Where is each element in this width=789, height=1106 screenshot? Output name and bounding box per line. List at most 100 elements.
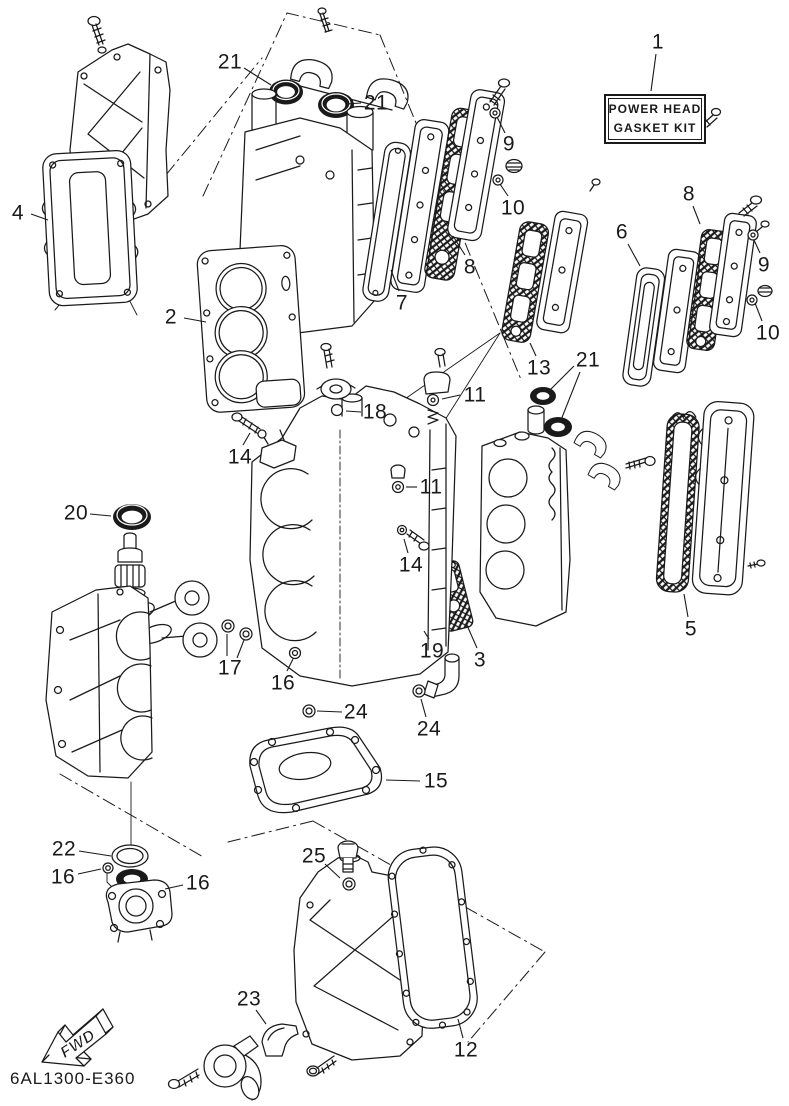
leader-line-8 <box>692 205 701 225</box>
callout-2: 2 <box>164 305 178 329</box>
leader-line-5 <box>683 593 689 618</box>
valve-cover-drawing <box>691 401 755 596</box>
bolt-14-drawing <box>231 412 267 439</box>
leader-line-21 <box>345 102 362 105</box>
o-ring-16-drawing <box>288 646 302 660</box>
cap-nut-drawing <box>505 158 523 174</box>
callout-25: 25 <box>301 844 327 868</box>
leader-line-10 <box>754 302 763 322</box>
callout-9: 9 <box>502 132 516 156</box>
gasket-13-drawing <box>501 221 550 343</box>
exhaust-inner-cover-drawing <box>709 212 757 338</box>
kit-label-line2: GASKET KIT <box>613 121 697 135</box>
bolt-14-drawing <box>396 524 430 551</box>
leader-line-15 <box>385 779 421 782</box>
callout-24: 24 <box>343 700 369 724</box>
washer-bolt-drawing <box>747 220 770 241</box>
leader-line-9 <box>496 116 506 134</box>
oil-pump-drawing <box>105 879 173 943</box>
leader-line-21 <box>560 371 581 421</box>
bolt-drawing <box>489 78 511 106</box>
leader-line-21 <box>243 67 272 86</box>
leader-line-14 <box>403 538 409 554</box>
callout-22: 22 <box>51 837 77 861</box>
callout-14: 14 <box>398 553 424 577</box>
leader-line-4 <box>30 213 49 221</box>
callout-11: 11 <box>419 475 443 499</box>
valve-cover-gasket-5-drawing <box>655 411 700 593</box>
crankcase-half-drawing <box>45 585 153 779</box>
oil-pan-gasket-12-drawing <box>387 846 478 1029</box>
leader-line-14 <box>242 432 251 446</box>
oil-seal-drawing <box>530 387 556 405</box>
diagram-code: 6AL1300-E360 <box>10 1069 136 1088</box>
callout-9: 9 <box>757 253 771 277</box>
thermostat-11-drawing <box>423 347 451 425</box>
kit-label-inner-border: POWER HEAD GASKET KIT <box>608 98 702 140</box>
bolt-drawing <box>306 1055 337 1077</box>
callout-13: 13 <box>526 356 552 380</box>
leader-line-6 <box>627 243 641 267</box>
leader-line-22 <box>78 850 112 857</box>
callout-19: 19 <box>419 639 445 663</box>
o-ring-24-drawing <box>412 684 426 698</box>
anode-fitting-18-drawing <box>316 342 356 417</box>
leader-line-16 <box>77 868 102 875</box>
callout-6: 6 <box>615 220 629 244</box>
seal-spacer-drawing <box>527 405 545 435</box>
fwd-arrow: FWD <box>41 1008 114 1067</box>
callout-18: 18 <box>362 400 388 424</box>
cylinder-block-drawing <box>249 385 457 687</box>
callout-4: 4 <box>11 201 25 225</box>
callout-1: 1 <box>651 30 665 54</box>
leader-line-23 <box>255 1009 267 1025</box>
callout-3: 3 <box>473 648 487 672</box>
breather-elbow-drawing <box>423 653 460 699</box>
callout-12: 12 <box>453 1038 479 1062</box>
callout-8: 8 <box>682 182 696 206</box>
callout-10: 10 <box>500 196 526 220</box>
leader-line-18 <box>345 410 362 413</box>
callout-7: 7 <box>395 291 409 315</box>
callout-21: 21 <box>363 91 389 115</box>
oil-plug-25-drawing <box>337 840 359 891</box>
leader-line-19 <box>423 630 430 640</box>
bolt-drawing <box>747 559 766 569</box>
bolt-drawing <box>702 107 722 128</box>
washer-drawing <box>492 174 504 186</box>
leader-line-9 <box>753 239 761 254</box>
leader-line-17 <box>236 639 245 659</box>
cover-13-drawing <box>536 210 589 334</box>
oil-seal-drawing <box>318 92 354 118</box>
bolt-drawing <box>87 15 107 54</box>
callout-20: 20 <box>63 501 89 525</box>
callout-16: 16 <box>270 671 296 695</box>
exhaust-inner-cover-drawing <box>447 89 506 242</box>
callout-8: 8 <box>463 255 477 279</box>
leader-line-13 <box>529 342 537 357</box>
bolt-drawing <box>167 1068 200 1090</box>
leader-line-16 <box>164 884 184 890</box>
bolt-drawing <box>738 195 763 217</box>
exhaust-gasket-7-drawing <box>362 141 412 302</box>
oil-seal-20-drawing <box>113 504 151 530</box>
leader-line-1 <box>650 53 657 92</box>
leader-line-24 <box>316 710 343 713</box>
o-ring-24-drawing <box>302 704 316 718</box>
leader-line-3 <box>465 622 478 649</box>
callout-14: 14 <box>227 445 253 469</box>
o-ring-16-drawing <box>102 862 114 874</box>
cylinder-head-gasket-2-drawing <box>196 245 306 413</box>
bolt-drawing <box>589 178 601 192</box>
seal-ring-22-drawing <box>111 844 149 868</box>
callout-23: 23 <box>236 987 262 1011</box>
leader-line-10 <box>499 183 509 197</box>
kit-label-line1: POWER HEAD <box>608 102 702 117</box>
washer-drawing <box>489 107 501 119</box>
valve-cover-gasket-4-drawing <box>41 149 139 307</box>
leader-line-21 <box>548 365 575 392</box>
plate-gasket-15-drawing <box>249 726 383 814</box>
